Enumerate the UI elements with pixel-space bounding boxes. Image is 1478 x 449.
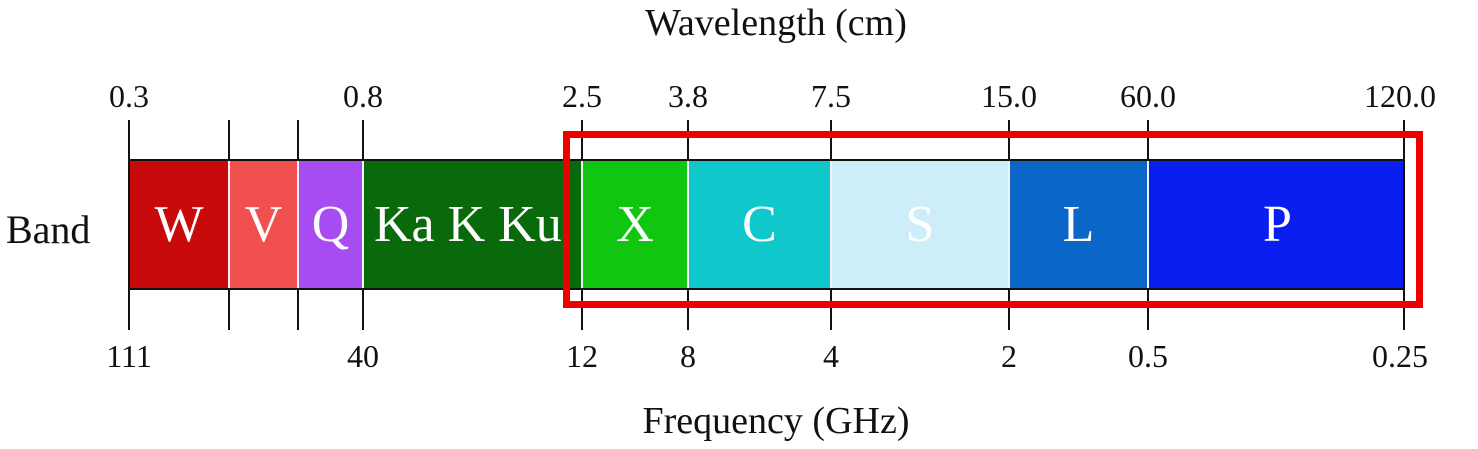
wavelength-tick-label: 2.5 [562,78,602,114]
frequency-tick-label: 12 [566,338,598,374]
band-p: P [1149,161,1403,288]
wavelength-tick-label: 0.8 [343,78,383,114]
frequency-tick-label: 4 [823,338,839,374]
frequency-tick-label: 2 [1001,338,1017,374]
wavelength-tick-label: 60.0 [1120,78,1176,114]
band-w: W [130,161,230,288]
band-ka-k-ku: Ka K Ku [364,161,583,288]
band-c: C [689,161,832,288]
frequency-tick-label: 8 [680,338,696,374]
band-l: L [1010,161,1149,288]
highlight-box [563,131,1423,308]
wavelength-tick-label: 3.8 [668,78,708,114]
wavelength-tick [128,120,130,160]
wavelength-tick [297,120,299,160]
wavelength-tick [830,120,832,160]
frequency-tick [830,290,832,330]
frequency-tick-label: 0.5 [1128,338,1168,374]
frequency-tick [1008,290,1010,330]
band-s: S [832,161,1010,288]
wavelength-axis-title: Wavelength (cm) [645,2,907,44]
frequency-axis-title: Frequency (GHz) [642,400,910,442]
band-q: Q [299,161,364,288]
frequency-tick [297,290,299,330]
frequency-tick-label: 0.25 [1372,338,1428,374]
frequency-tick [228,290,230,330]
wavelength-tick [1403,120,1405,160]
wavelength-tick [1147,120,1149,160]
frequency-tick-label: 40 [347,338,379,374]
frequency-tick [1403,290,1405,330]
wavelength-tick [1008,120,1010,160]
band-row-label: Band [6,207,91,252]
wavelength-tick [687,120,689,160]
wavelength-tick-label: 0.3 [109,78,149,114]
frequency-tick [362,290,364,330]
frequency-tick [687,290,689,330]
frequency-tick [1147,290,1149,330]
wavelength-tick-label: 120.0 [1364,78,1436,114]
band-x: X [583,161,689,288]
frequency-tick [581,290,583,330]
band-v: V [230,161,299,288]
wavelength-tick [228,120,230,160]
wavelength-tick-label: 15.0 [981,78,1037,114]
wavelength-tick [362,120,364,160]
wavelength-tick-label: 7.5 [811,78,851,114]
frequency-tick [128,290,130,330]
wavelength-tick [581,120,583,160]
frequency-tick-label: 111 [106,338,152,374]
